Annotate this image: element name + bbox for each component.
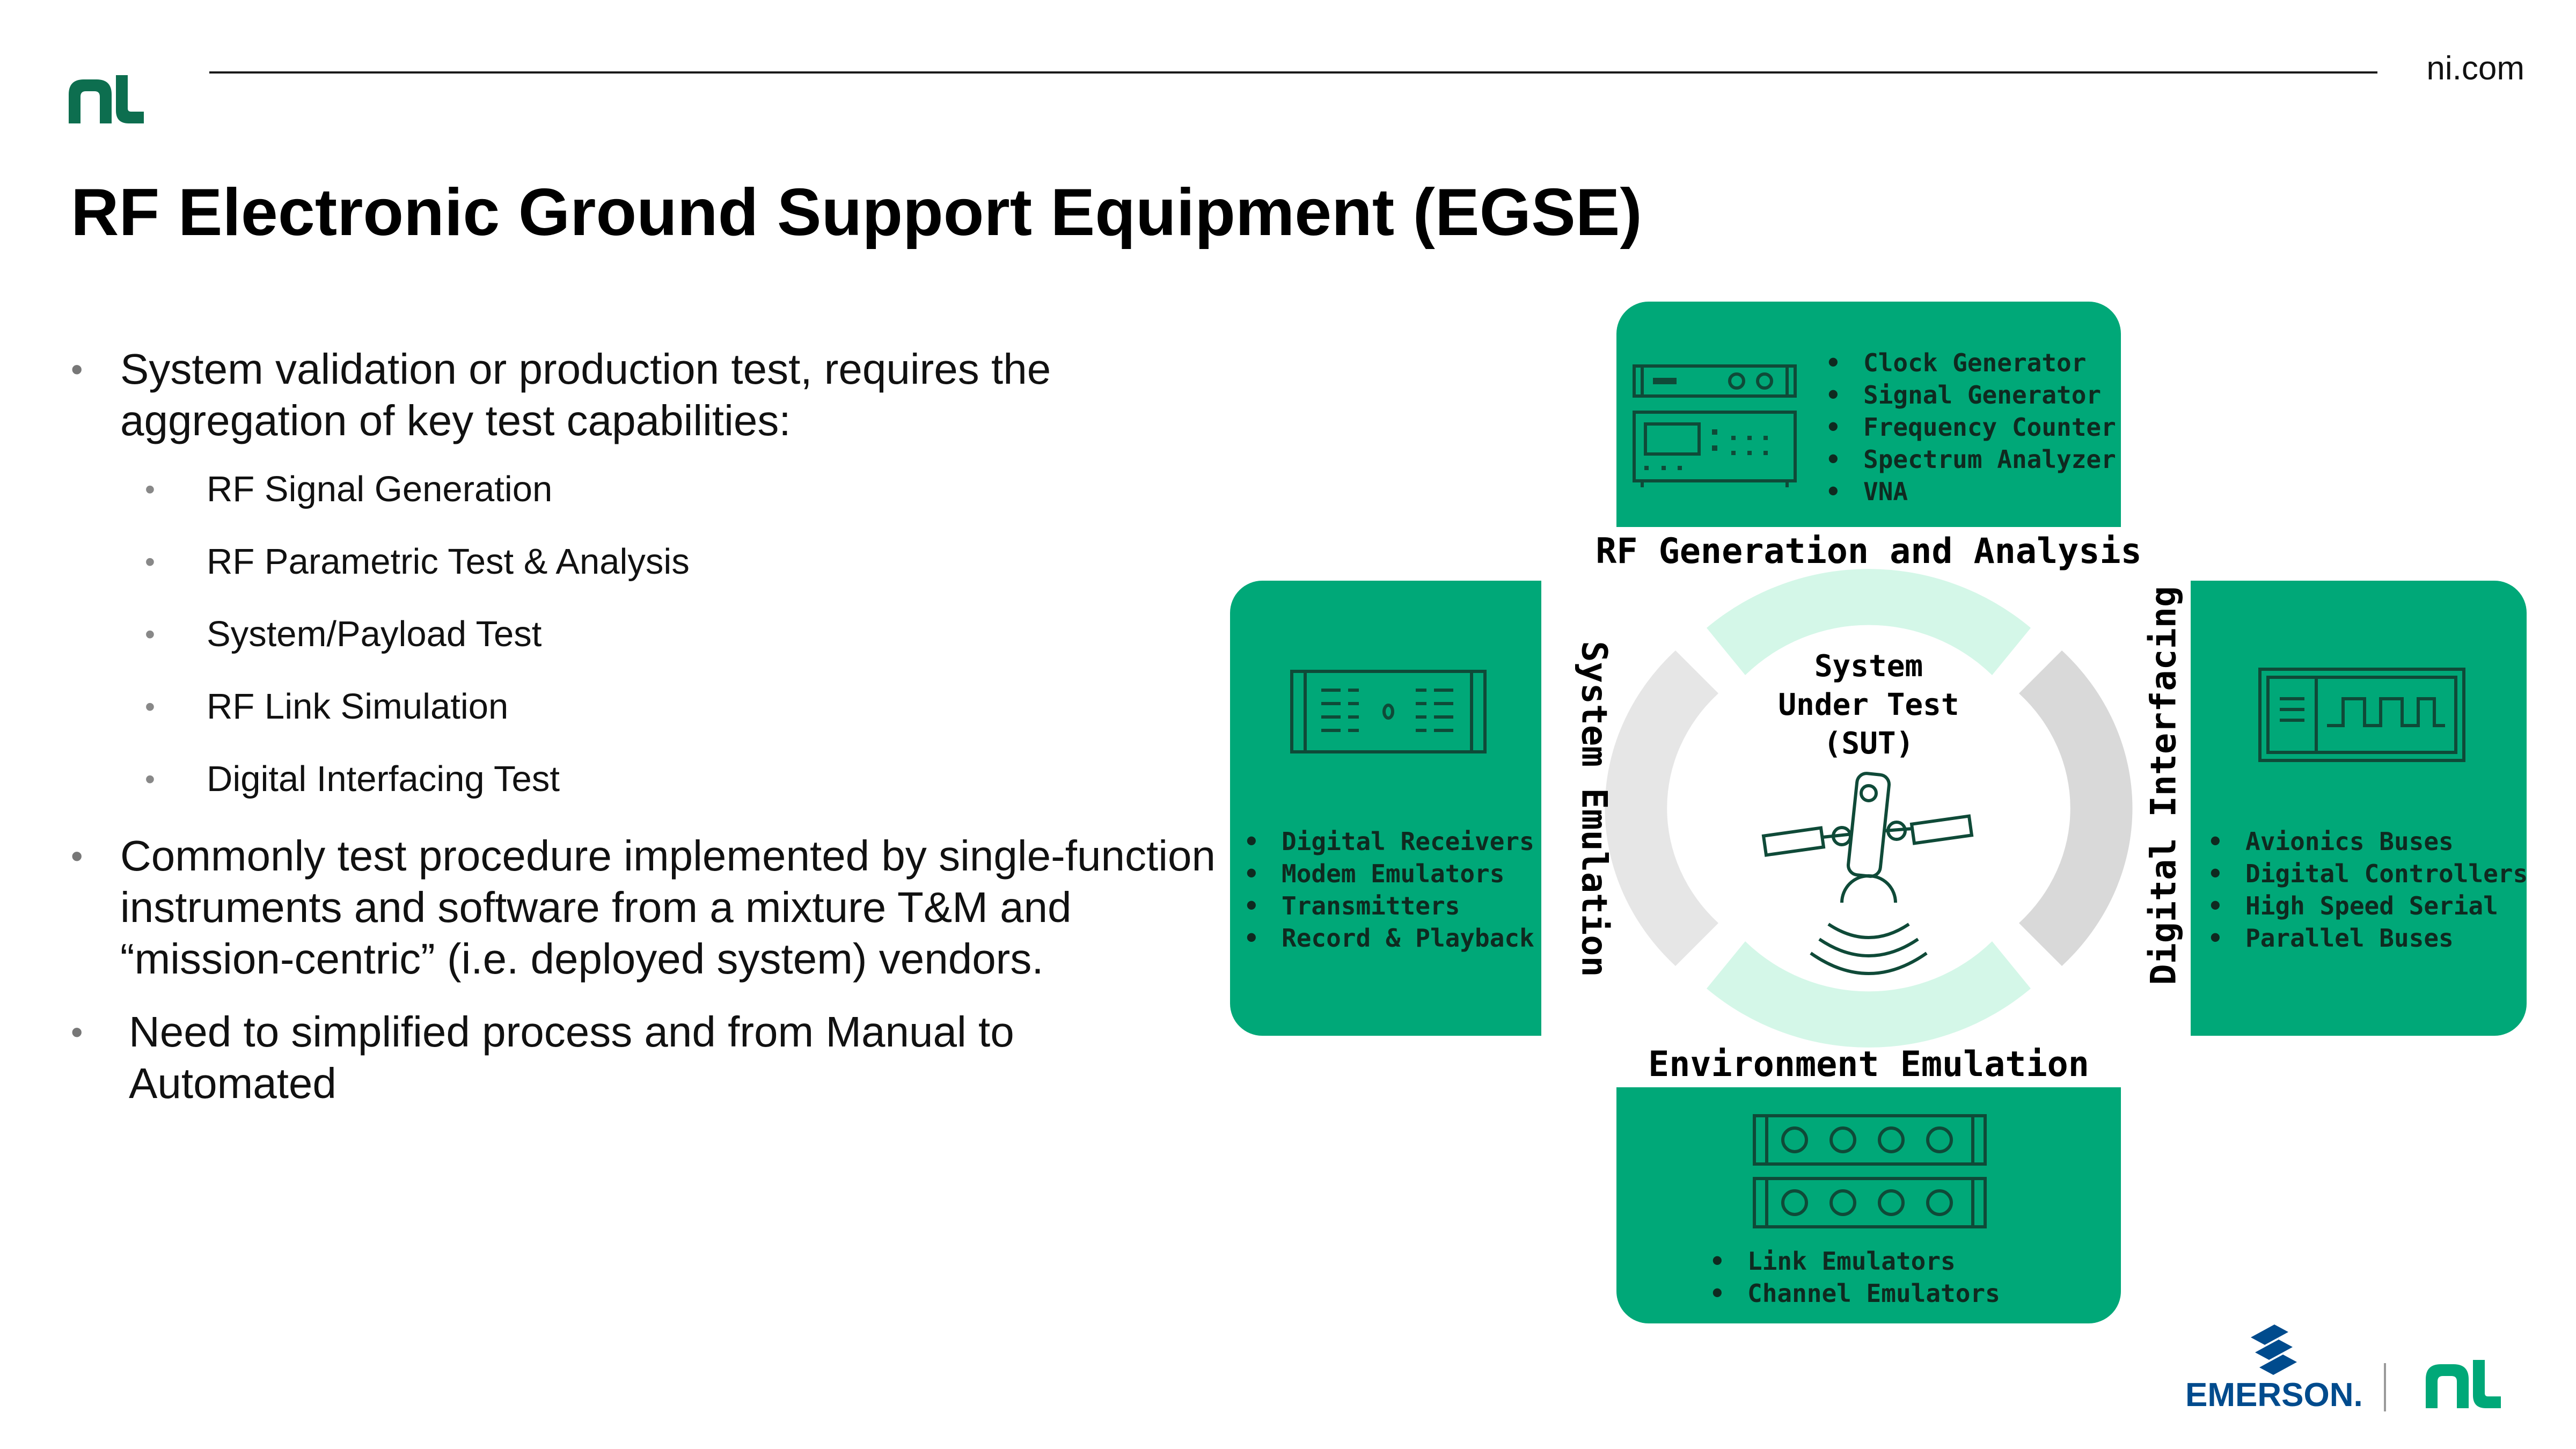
sut-ring [1605,569,2133,1048]
rack-instrument-icon [1290,670,1487,753]
signal-generator-icon [1633,364,1797,487]
header-rule [209,71,2377,74]
list-item: Clock Generator [1826,347,2116,379]
ring-arc-right [2019,650,2133,966]
sub-bullet: RF Signal Generation [71,468,1241,511]
list-item: Transmitters [1244,890,1534,922]
bullet-procedure: Commonly test procedure implemented by s… [71,830,1241,985]
sut-line-3: (SUT) [1823,726,1914,761]
list-item: Modem Emulators [1244,858,1534,890]
system-emulation-list: Digital Receivers Modem Emulators Transm… [1244,825,1534,954]
ni-logo-icon [69,75,144,123]
environment-emulation-label: Environment Emulation [1648,1044,2089,1085]
list-item: Avionics Buses [2208,825,2528,858]
bullet-automation: Need to simplified process and from Manu… [71,1006,1148,1109]
ring-arc-left [1605,650,1718,966]
sub-bullet: Digital Interfacing Test [71,758,1241,801]
digital-interfacing-panel [2191,581,2527,1036]
rf-generation-label: RF Generation and Analysis [1596,531,2142,572]
digital-interfacing-list: Avionics Buses Digital Controllers High … [2208,825,2528,954]
sub-bullet: System/Payload Test [71,613,1241,656]
logo-divider [2384,1363,2386,1411]
satellite-icon [1761,772,1974,975]
system-emulation-panel [1230,581,1541,1036]
environment-emulation-list: Link Emulators Channel Emulators [1710,1245,2000,1309]
digital-waveform-icon [2258,668,2465,762]
sub-bullet-list: RF Signal Generation RF Parametric Test … [71,468,1241,801]
list-item: Digital Controllers [2208,858,2528,890]
sub-bullet: RF Parametric Test & Analysis [71,540,1241,583]
digital-interfacing-label: Digital Interfacing [2143,586,2184,985]
bullet-validation: System validation or production test, re… [71,343,1241,447]
list-item: Parallel Buses [2208,922,2528,954]
list-item: VNA [1826,475,2116,508]
bullet-list: System validation or production test, re… [71,343,1241,1131]
slide-title: RF Electronic Ground Support Equipment (… [71,175,1642,250]
ring-arc-top [1707,569,2031,675]
list-item: Record & Playback [1244,922,1534,954]
ni-footer-logo-icon [2426,1360,2501,1408]
channel-emulator-icon [1753,1114,1987,1228]
rf-generation-list: Clock Generator Signal Generator Frequen… [1826,347,2116,508]
list-item: Spectrum Analyzer [1826,443,2116,475]
sut-line-2: Under Test [1778,687,1959,722]
site-url: ni.com [2426,50,2524,87]
list-item: Signal Generator [1826,379,2116,411]
system-emulation-label: System Emulation [1574,641,1614,977]
emerson-logo-icon: EMERSON. [2185,1324,2363,1414]
sub-bullet: RF Link Simulation [71,685,1241,728]
ring-arc-bottom [1707,941,2031,1048]
list-item: Frequency Counter [1826,411,2116,443]
emerson-wordmark: EMERSON. [2185,1377,2363,1414]
sut-line-1: System [1814,649,1923,684]
list-item: High Speed Serial [2208,890,2528,922]
list-item: Digital Receivers [1244,825,1534,858]
sut-label: System Under Test (SUT) [1735,647,2003,763]
list-item: Link Emulators [1710,1245,2000,1277]
list-item: Channel Emulators [1710,1277,2000,1309]
